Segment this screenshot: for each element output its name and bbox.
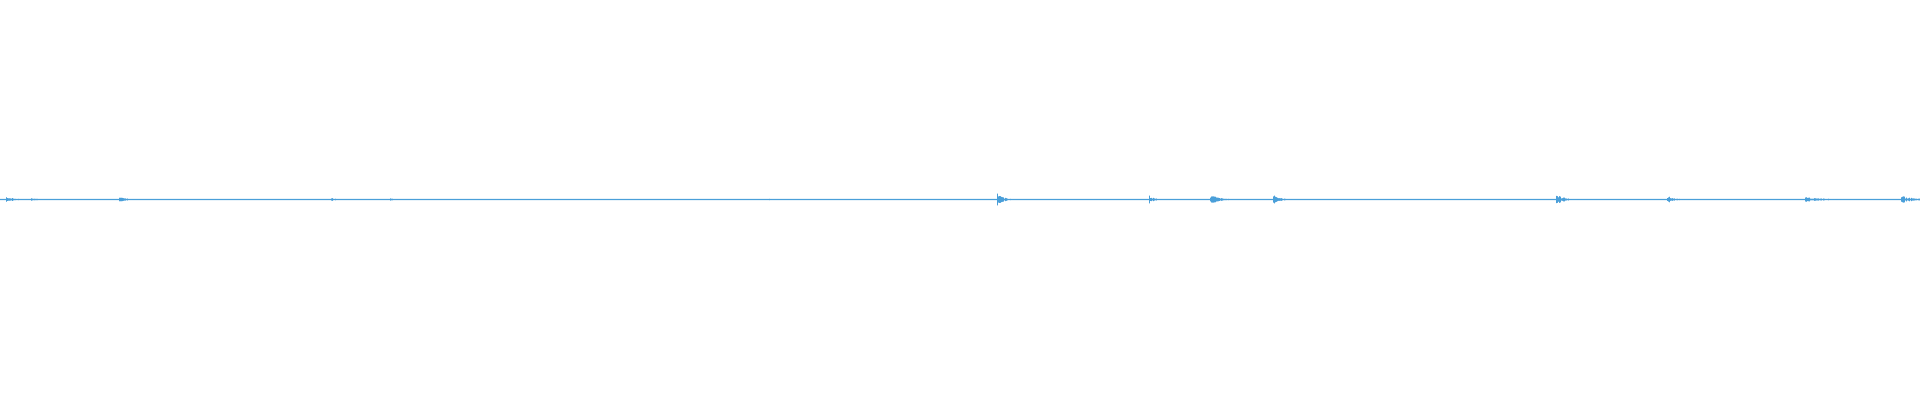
waveform-signal bbox=[0, 193, 1920, 206]
